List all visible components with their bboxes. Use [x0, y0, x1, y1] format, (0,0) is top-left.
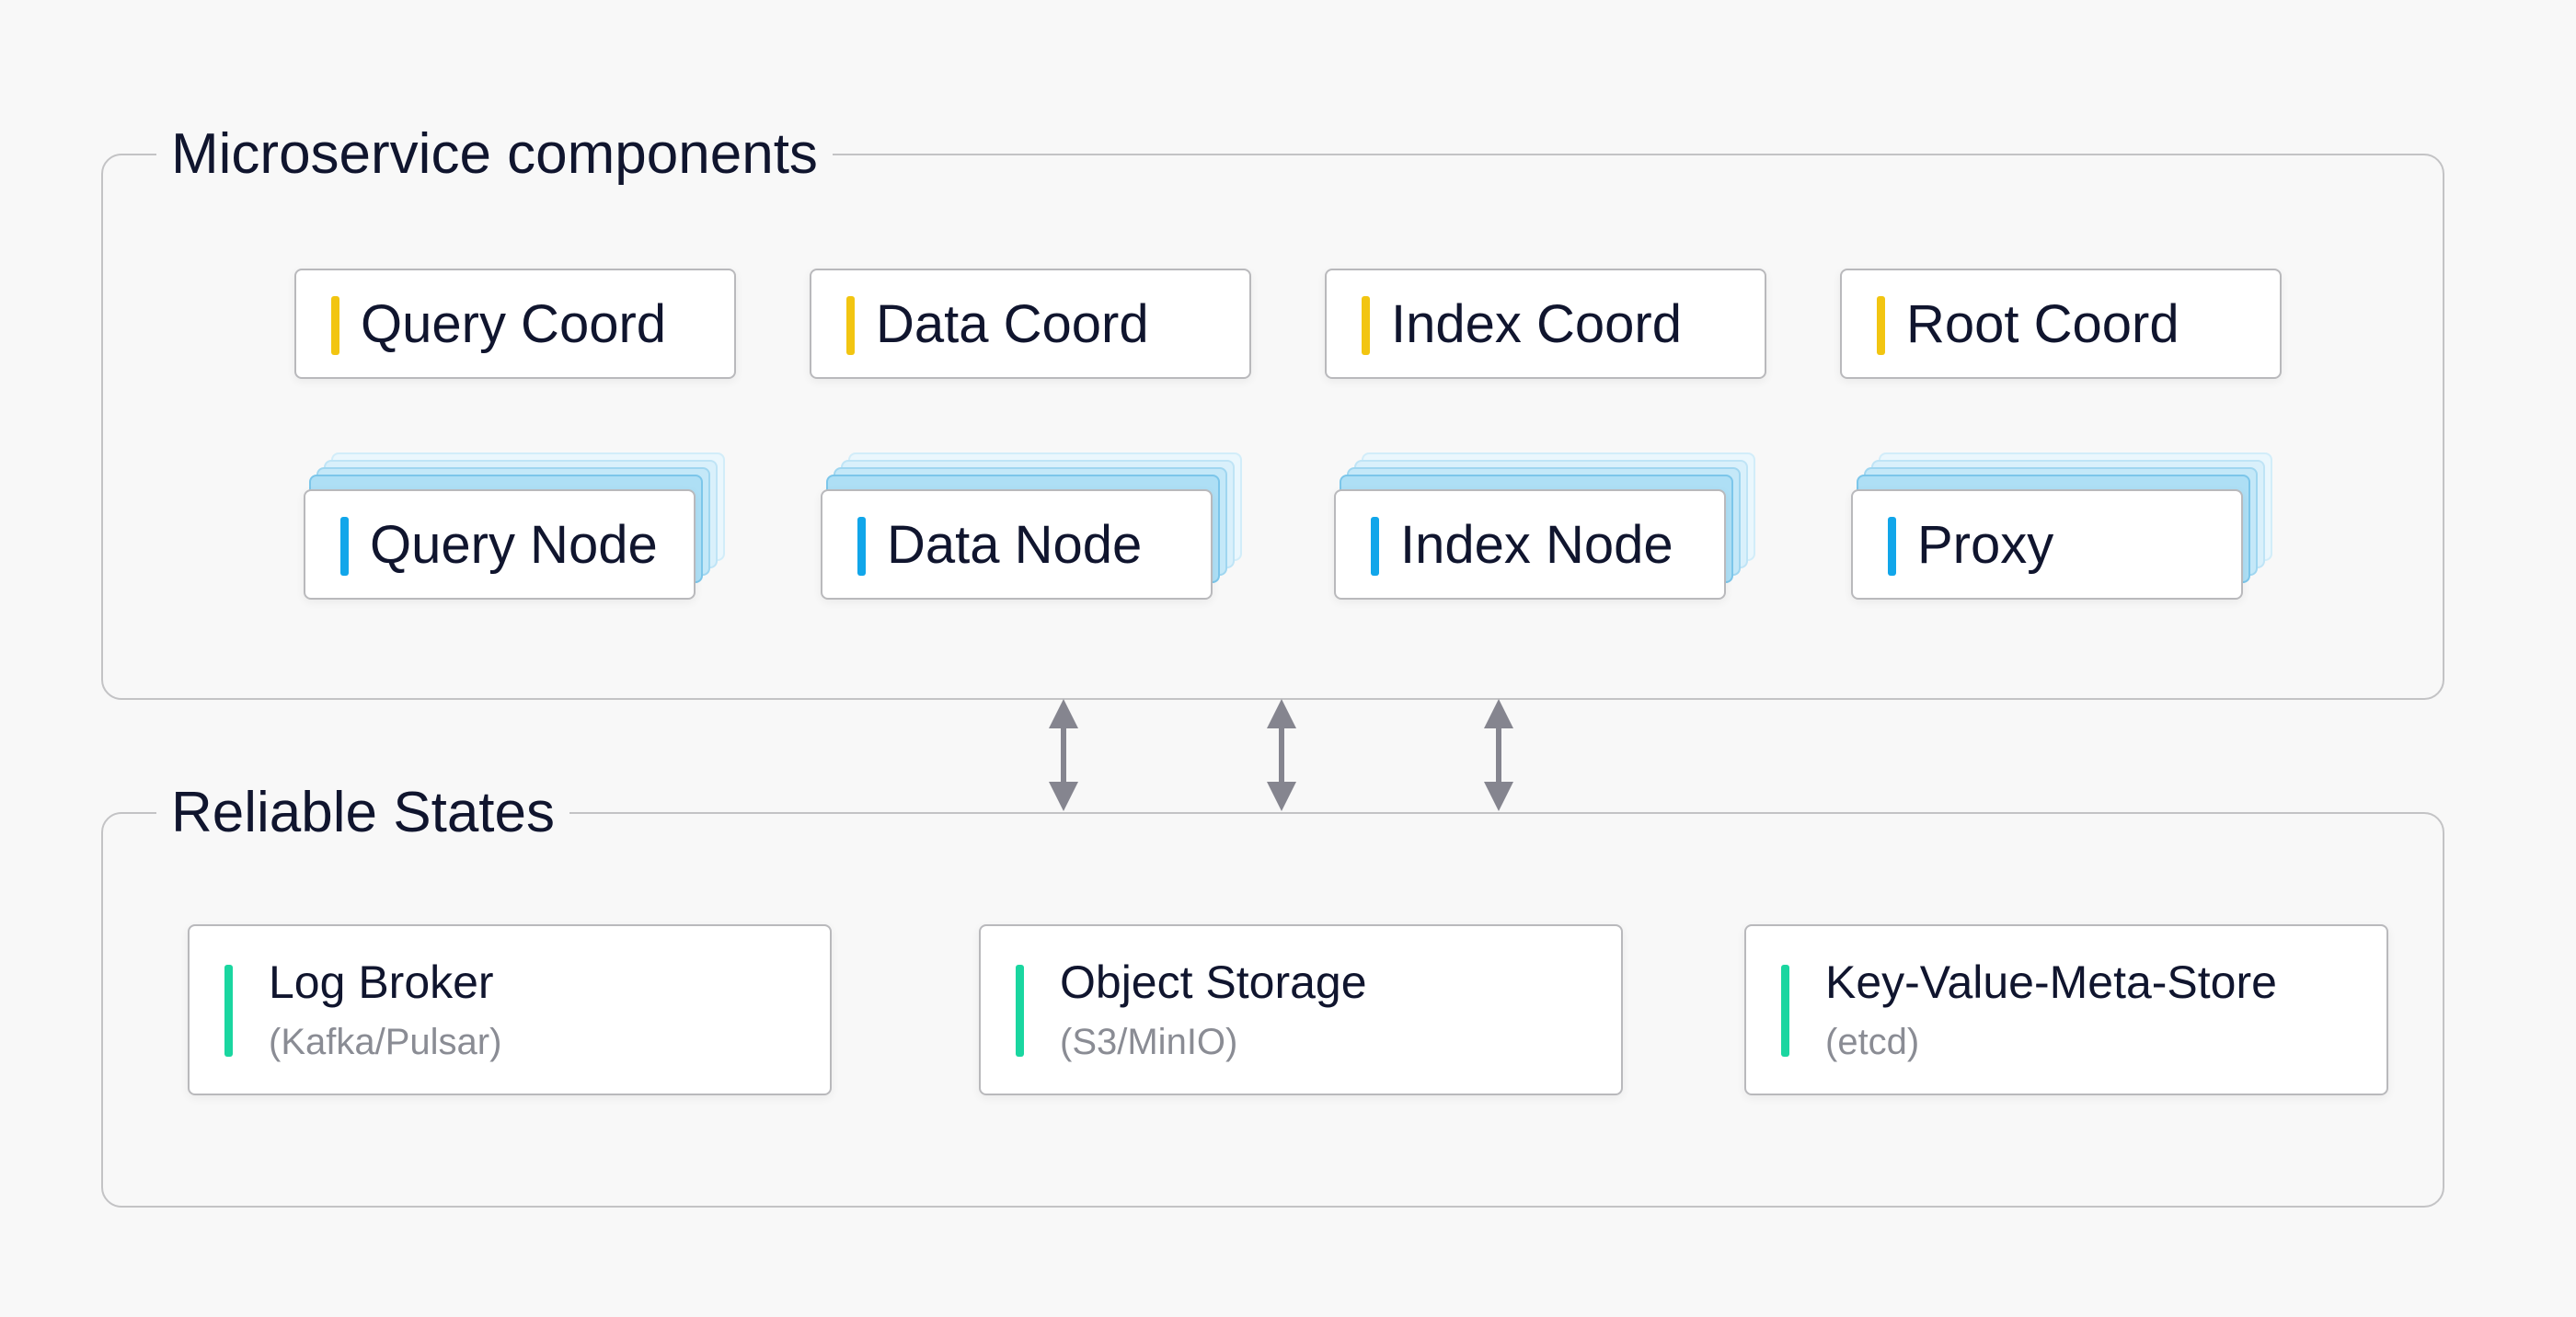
state-accent-bar: [224, 965, 233, 1057]
node-box-query-node: Query Node: [304, 489, 696, 600]
coord-accent-bar: [846, 296, 855, 355]
node-accent-bar: [857, 517, 866, 576]
state-sublabel: (Kafka/Pulsar): [269, 1022, 502, 1062]
state-accent-bar: [1781, 965, 1789, 1057]
coord-box-root-coord: Root Coord: [1840, 269, 2282, 379]
node-label: Index Node: [1400, 515, 1673, 575]
state-label: Object Storage: [1060, 956, 1367, 1008]
node-label: Data Node: [887, 515, 1143, 575]
coord-label: Root Coord: [1906, 294, 2179, 354]
node-label: Query Node: [370, 515, 658, 575]
bidirectional-arrow-icon: [1484, 699, 1513, 811]
node-accent-bar: [1371, 517, 1379, 576]
node-label: Proxy: [1917, 515, 2054, 575]
node-box-data-node: Data Node: [821, 489, 1213, 600]
coord-label: Query Coord: [361, 294, 667, 354]
coord-accent-bar: [1362, 296, 1370, 355]
microservice-components-title: Microservice components: [156, 126, 833, 183]
coord-box-index-coord: Index Coord: [1325, 269, 1766, 379]
node-accent-bar: [340, 517, 349, 576]
state-box-key-value-meta-store: Key-Value-Meta-Store (etcd): [1744, 924, 2388, 1095]
node-box-index-node: Index Node: [1334, 489, 1726, 600]
reliable-states-group: [101, 812, 2444, 1208]
state-accent-bar: [1016, 965, 1024, 1057]
state-box-object-storage: Object Storage (S3/MinIO): [979, 924, 1623, 1095]
coord-label: Data Coord: [876, 294, 1149, 354]
bidirectional-arrow-icon: [1049, 699, 1078, 811]
node-accent-bar: [1888, 517, 1896, 576]
coord-accent-bar: [331, 296, 339, 355]
state-label: Key-Value-Meta-Store: [1825, 956, 2277, 1008]
coord-accent-bar: [1877, 296, 1885, 355]
state-sublabel: (S3/MinIO): [1060, 1022, 1238, 1062]
coord-box-query-coord: Query Coord: [294, 269, 736, 379]
microservice-components-group: [101, 154, 2444, 700]
coord-box-data-coord: Data Coord: [810, 269, 1251, 379]
state-sublabel: (etcd): [1825, 1022, 1920, 1062]
coord-label: Index Coord: [1391, 294, 1682, 354]
reliable-states-title: Reliable States: [156, 784, 570, 842]
state-label: Log Broker: [269, 956, 494, 1008]
node-box-proxy: Proxy: [1851, 489, 2243, 600]
state-box-log-broker: Log Broker (Kafka/Pulsar): [188, 924, 832, 1095]
bidirectional-arrow-icon: [1267, 699, 1296, 811]
